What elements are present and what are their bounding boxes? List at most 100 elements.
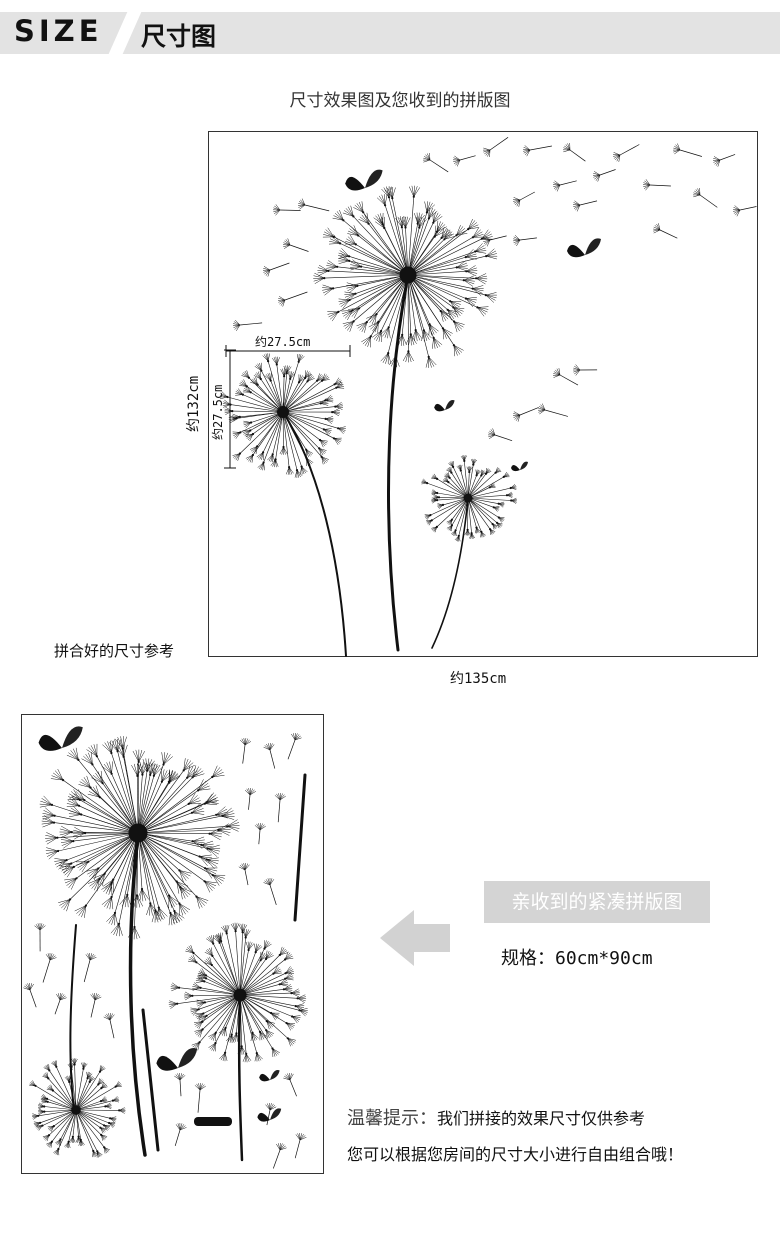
sheet-dandelion-large-stalk — [137, 770, 184, 834]
floating-seed-fluff — [656, 223, 661, 231]
floating-seed-fluff — [269, 1103, 274, 1111]
dandelion-medium-seed — [275, 363, 278, 366]
dandelion-medium-fluff — [296, 354, 299, 362]
sheet-dandelion-medium-stalk — [202, 994, 241, 1030]
floating-seed-fluff — [523, 149, 531, 152]
sheet-dandelion-large-fluff — [191, 811, 205, 814]
dandelion-medium-fluff — [336, 386, 345, 388]
floating-seed — [519, 407, 539, 416]
dandelion-large-seed — [362, 211, 365, 214]
dandelion-medium-stalk — [282, 380, 323, 413]
dandelion-large-fluff — [341, 310, 353, 312]
dandelion-large-fluff — [481, 233, 492, 240]
sheet-dandelion-medium-fluff — [241, 1046, 247, 1054]
sheet-dandelion-small-stalk — [75, 1106, 106, 1111]
sheet-dandelion-large-fluff — [198, 785, 210, 791]
sheet-dandelion-small-stalk — [75, 1100, 113, 1111]
sheet-dandelion-large-seed — [50, 803, 54, 807]
sheet-dandelion-large-fluff — [70, 807, 82, 815]
sheet-dandelion-large-fluff — [196, 896, 205, 906]
floating-seed-fluff — [298, 204, 306, 208]
dandelion-large-fluff — [317, 270, 329, 272]
sheet-dandelion-large-fluff — [192, 773, 205, 778]
sheet-dandelion-medium-fluff — [220, 932, 223, 942]
dandelion-medium-stalk — [282, 384, 335, 413]
sheet-dandelion-medium-fluff — [255, 944, 261, 953]
sheet-dandelion-medium-fluff — [279, 979, 288, 985]
floating-seed-fluff — [179, 1127, 187, 1131]
floating-seed-fluff — [556, 184, 561, 192]
floating-seed-fluff — [565, 144, 571, 151]
dandelion-large-fluff — [441, 227, 445, 238]
dandelion-medium-fluff — [296, 470, 300, 478]
floating-seed-fluff — [575, 364, 581, 371]
sheet-dandelion-large-stalk — [137, 803, 189, 834]
floating-seed-fluff — [513, 238, 521, 241]
dandelion-medium-seed — [256, 383, 259, 386]
dandelion-medium-fluff — [222, 404, 231, 406]
dandelion-small-stalk — [458, 497, 469, 536]
sheet-dandelion-large-fluff — [104, 879, 114, 889]
sheet-dandelion-medium-fluff — [265, 1030, 270, 1039]
sheet-dandelion-large-fluff — [111, 740, 118, 752]
sheet-dandelion-medium-fluff — [279, 946, 283, 956]
sheet-dandelion-medium-seed — [220, 940, 223, 943]
sheet-dandelion-medium-fluff — [250, 1032, 253, 1042]
dandelion-large-fluff — [433, 337, 438, 349]
butterfly-icon — [270, 1108, 282, 1120]
sheet-dandelion-medium-fluff — [270, 1012, 278, 1020]
sheet-dandelion-large-fluff — [116, 923, 120, 936]
sheet-dandelion-medium-fluff — [297, 996, 306, 999]
floating-seed-fluff — [597, 174, 601, 182]
sheet-dandelion-large-fluff — [168, 895, 172, 908]
sheet-dandelion-medium-fluff — [198, 1015, 207, 1017]
floating-seed-fluff — [693, 192, 701, 196]
sheet-dandelion-large-fluff — [101, 766, 112, 774]
sheet-dandelion-medium-fluff — [196, 1002, 205, 1005]
sheet-stem-2 — [237, 993, 244, 1162]
dandelion-large-seed — [332, 235, 335, 238]
sheet-dandelion-large-seed — [117, 922, 121, 925]
floating-seed-fluff — [269, 1102, 271, 1111]
dandelion-medium-stalk — [250, 392, 284, 413]
floating-seed-fluff — [87, 953, 91, 961]
sheet-dandelion-large-fluff — [77, 861, 89, 869]
sheet-dandelion-small-stalk — [44, 1106, 77, 1111]
floating-seed-fluff — [538, 405, 546, 411]
dandelion-large-fluff — [433, 337, 436, 349]
dandelion-medium-fluff — [298, 376, 305, 383]
dandelion-medium-stalk — [232, 410, 284, 413]
floating-seed-fluff — [265, 1104, 271, 1111]
dandelion-medium-fluff — [319, 439, 324, 448]
sheet-dandelion-small-seed — [47, 1134, 51, 1137]
floating-seed — [244, 869, 249, 886]
dandelion-large-fluff — [326, 266, 338, 269]
dandelion-large-fluff — [419, 216, 423, 228]
sheet-dandelion-large-fluff — [91, 777, 103, 784]
floating-seed-fluff — [273, 207, 281, 211]
sheet-dandelion-large-stalk — [137, 829, 219, 834]
floating-seed-fluff — [614, 154, 621, 161]
dandelion-large-seed — [339, 242, 342, 245]
sheet-dandelion-large-fluff — [88, 791, 100, 798]
sheet-dandelion-large-fluff — [60, 825, 72, 833]
floating-seed-fluff — [179, 1124, 185, 1131]
sheet-dandelion-medium-fluff — [220, 932, 222, 942]
sheet-dandelion-medium-seed — [211, 954, 214, 958]
dandelion-medium-fluff — [245, 430, 251, 438]
dandelion-medium-fluff — [334, 382, 343, 385]
floating-seed-fluff — [265, 269, 271, 276]
sheet-dandelion-medium-fluff — [283, 984, 291, 990]
dandelion-large-fluff — [465, 298, 477, 301]
sheet-dandelion-medium-fluff — [169, 1003, 178, 1008]
floating-seed — [489, 235, 507, 241]
dandelion-large-fluff — [465, 296, 477, 299]
dandelion-large-fluff — [347, 233, 359, 236]
floating-seed-fluff — [653, 228, 661, 231]
dandelion-medium-fluff — [270, 454, 273, 462]
sheet-dandelion-small-seed — [47, 1077, 50, 1080]
sheet-dandelion-medium-stalk — [212, 943, 241, 996]
sheet-dandelion-large-fluff — [204, 867, 217, 875]
floating-seed-fluff — [49, 953, 53, 961]
sheet-dandelion-large-fluff — [93, 868, 99, 881]
